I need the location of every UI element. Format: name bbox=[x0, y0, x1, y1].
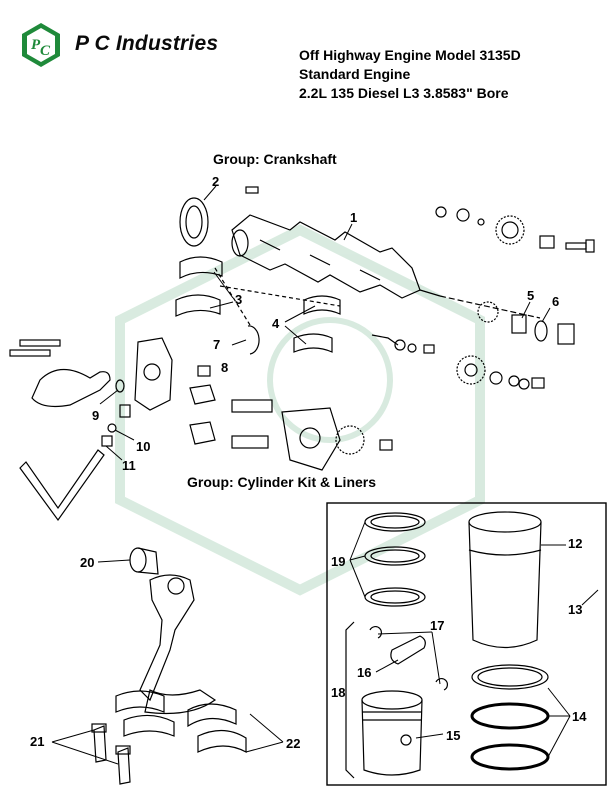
part-12-cylinder-liner bbox=[468, 511, 542, 649]
callout-5: 5 bbox=[527, 288, 534, 303]
callout-20: 20 bbox=[80, 555, 94, 570]
part-22-rod-bearings bbox=[115, 690, 247, 754]
callout-10: 10 bbox=[136, 439, 150, 454]
callout-17: 17 bbox=[430, 618, 444, 633]
part-9-o-ring bbox=[115, 379, 125, 393]
part-17-retainers bbox=[369, 626, 448, 691]
cylinder-kit-box bbox=[326, 502, 607, 786]
part-16-piston-pin bbox=[390, 635, 426, 665]
group-cylinder-heading: Group: Cylinder Kit & Liners bbox=[187, 474, 377, 490]
callout-13: 13 bbox=[568, 602, 582, 617]
oil-pump-assembly bbox=[9, 337, 393, 522]
callout-6: 6 bbox=[552, 294, 559, 309]
part-4-thrust-bearings bbox=[293, 295, 341, 353]
engine-spec: 2.2L 135 Diesel L3 3.8583" Bore bbox=[299, 85, 509, 101]
part-6-o-ring bbox=[534, 320, 548, 342]
pc-industries-logo: P C bbox=[22, 23, 60, 67]
callout-19: 19 bbox=[331, 554, 345, 569]
callout-18: 18 bbox=[331, 685, 345, 700]
callout-1: 1 bbox=[350, 210, 357, 225]
brand-name: P C Industries bbox=[75, 32, 219, 55]
part-5-spacer bbox=[511, 314, 527, 334]
part-3-main-bearings bbox=[175, 256, 223, 317]
callout-11: 11 bbox=[122, 458, 136, 473]
callout-21: 21 bbox=[30, 734, 44, 749]
watermark bbox=[115, 224, 485, 596]
callout-4: 4 bbox=[272, 316, 280, 331]
callout-14: 14 bbox=[572, 709, 587, 724]
svg-text:C: C bbox=[40, 43, 51, 59]
part-18-bracket bbox=[345, 621, 355, 779]
engine-model-title: Off Highway Engine Model 3135D bbox=[299, 47, 521, 63]
part-11-suction-tube bbox=[19, 449, 105, 522]
callout-16: 16 bbox=[357, 665, 371, 680]
part-7-thrust-washer bbox=[247, 325, 260, 355]
leader-lines bbox=[51, 185, 599, 765]
callout-15: 15 bbox=[446, 728, 460, 743]
crank-gear-stack bbox=[371, 206, 595, 390]
engine-type: Standard Engine bbox=[299, 66, 411, 82]
svg-text:P: P bbox=[31, 37, 41, 53]
part-2-seal bbox=[179, 197, 209, 247]
callout-8: 8 bbox=[221, 360, 228, 375]
group-crankshaft-heading: Group: Crankshaft bbox=[213, 151, 337, 167]
part-14-liner-seals bbox=[470, 664, 550, 771]
callout-12: 12 bbox=[568, 536, 582, 551]
dowel-pin bbox=[245, 186, 259, 194]
callout-22: 22 bbox=[286, 736, 300, 751]
callout-7: 7 bbox=[213, 337, 220, 352]
callout-3: 3 bbox=[235, 292, 242, 307]
part-1-crankshaft bbox=[231, 214, 441, 299]
part-15-piston bbox=[361, 690, 423, 776]
connecting-rod bbox=[139, 574, 217, 715]
part-20-rod-bushing bbox=[129, 547, 159, 575]
callout-9: 9 bbox=[92, 408, 99, 423]
callout-2: 2 bbox=[212, 174, 219, 189]
